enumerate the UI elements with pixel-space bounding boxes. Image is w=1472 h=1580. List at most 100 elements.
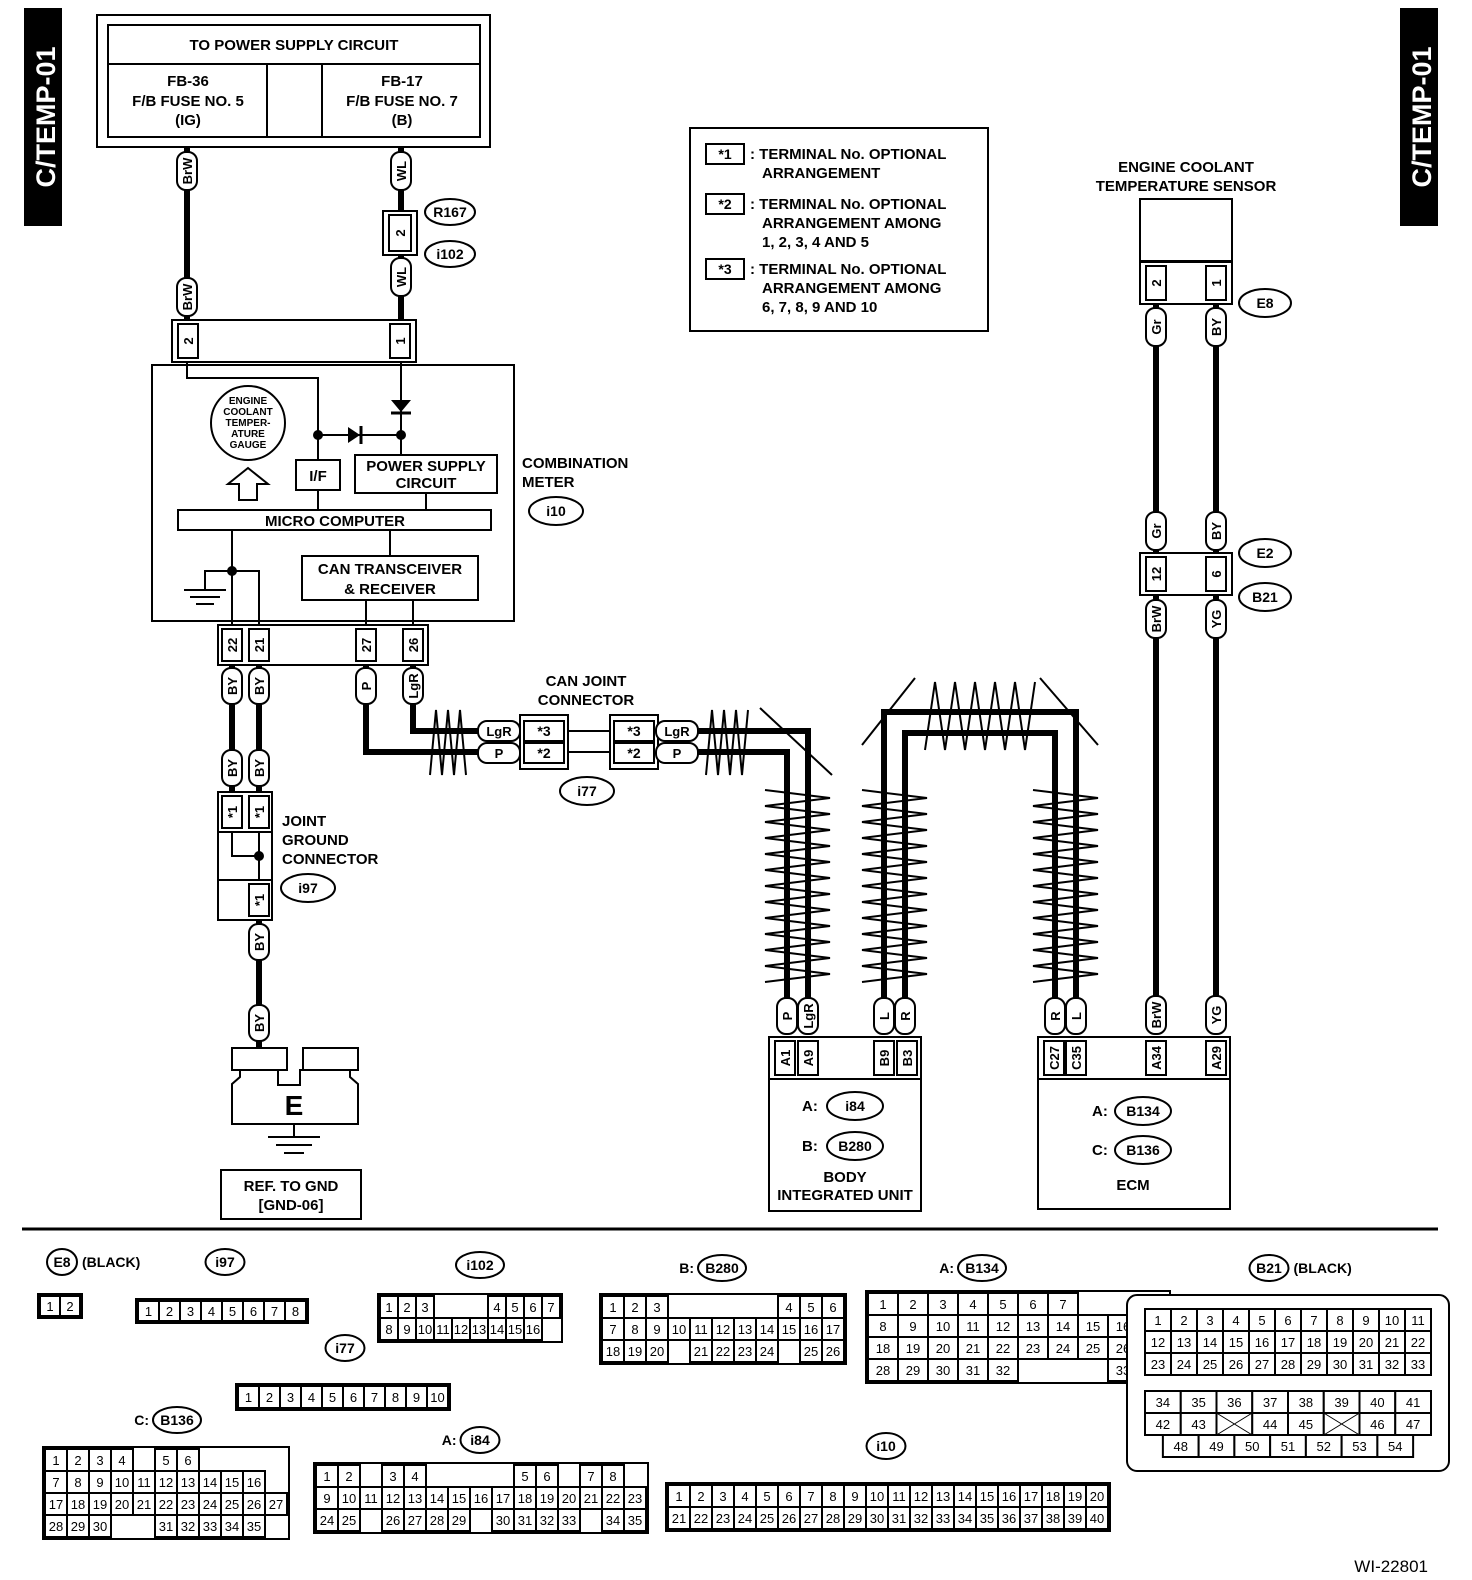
pin-number: 17 [826,1322,840,1337]
svg-text:BrW: BrW [1149,1001,1164,1028]
pin-number: 8 [631,1322,638,1337]
svg-text:*1: *1 [252,894,267,906]
connector-view-title: i84 [470,1432,490,1448]
pin-number: 2 [697,1489,704,1504]
pin-number: 25 [1203,1357,1217,1372]
meter-bottom-connector: 22 21 27 26 [217,624,429,666]
svg-text:LgR: LgR [664,724,690,739]
pin-number: 2 [74,1453,81,1468]
pin-number: 15 [782,1322,796,1337]
svg-text:: TERMINAL No. OPTIONAL: : TERMINAL No. OPTIONAL [750,196,946,213]
svg-text:E8: E8 [1256,295,1273,311]
pin-number: 5 [1258,1313,1265,1328]
svg-text:*2: *2 [718,196,731,212]
svg-text:E2: E2 [1256,545,1273,561]
pin-number: 12 [386,1491,400,1506]
wire-label-brw-top: BrW [176,151,198,191]
pin-number: 22 [716,1344,730,1359]
wire-label-wl-mid: WL [390,257,412,297]
pin-number: 28 [1281,1357,1295,1372]
pin-number: 33 [936,1511,950,1526]
svg-text:[GND-06]: [GND-06] [258,1197,323,1214]
pin-number: 22 [996,1341,1010,1356]
pin-number: 10 [870,1489,884,1504]
pin-number: 42 [1156,1417,1170,1432]
up-arrow-icon [225,466,271,501]
connector-view-title: i97 [215,1254,235,1270]
pin-number: 30 [496,1513,510,1528]
pin-number: 18 [1307,1335,1321,1350]
pin-number: 2 [345,1469,352,1484]
connector-view-prefix: B: [679,1260,694,1276]
pin-number: 14 [1056,1319,1070,1334]
svg-text:2: 2 [393,229,408,236]
pin-number: 19 [93,1497,107,1512]
svg-text:i84: i84 [845,1098,865,1114]
svg-text:GAUGE: GAUGE [230,440,267,451]
pin-number: 12 [996,1319,1010,1334]
svg-text:CIRCUIT: CIRCUIT [396,475,457,492]
pin-number: 3 [939,1297,946,1312]
fuse-right-line2: F/B FUSE NO. 7 [346,93,458,110]
pin-number: 14 [203,1475,217,1490]
pin-number: 15 [1229,1335,1243,1350]
pin-number: 20 [1090,1489,1104,1504]
pin-number: 19 [1068,1489,1082,1504]
pin-number: 31 [159,1519,173,1534]
pin-number: 30 [870,1511,884,1526]
connector-id-i97: i97 [280,873,336,903]
connector-view-title: B280 [705,1260,739,1276]
svg-text:*2: *2 [627,745,640,761]
pin-number: 8 [829,1489,836,1504]
pin-number: 20 [650,1344,664,1359]
pin-number: 33 [1411,1357,1425,1372]
side-tab-left-label: C/TEMP-01 [31,46,61,187]
pin-number: 24 [1177,1357,1191,1372]
pin-number: 5 [807,1300,814,1315]
svg-text:BY: BY [1209,318,1224,336]
pin-number: 3 [421,1300,428,1315]
pin-number: 50 [1245,1439,1259,1454]
svg-text:*3: *3 [627,723,640,739]
pin-number: 4 [411,1469,418,1484]
pin-number: 14 [490,1322,504,1337]
pin-number: 16 [526,1322,540,1337]
pin-number: 9 [653,1322,660,1337]
svg-text:ENGINE: ENGINE [229,396,268,407]
pin-number: 8 [879,1319,886,1334]
pin-number: 6 [1284,1313,1291,1328]
side-tab-right: C/TEMP-01 [1400,8,1438,226]
pin-number: 6 [529,1300,536,1315]
pin-number: 3 [389,1469,396,1484]
connector-view-title: B134 [965,1260,999,1276]
pin-number: 21 [584,1491,598,1506]
pin-number: 1 [46,1299,53,1314]
pin-number: 36 [1227,1395,1241,1410]
connector-id-r167: R167 [424,198,476,226]
pin-number: 43 [1191,1417,1205,1432]
pin-number: 15 [1086,1319,1100,1334]
svg-text:R167: R167 [433,204,467,220]
pin-number: 21 [672,1511,686,1526]
pin-number: 18 [876,1341,890,1356]
svg-text:BY: BY [225,677,240,695]
svg-text:1, 2, 3, 4 AND 5: 1, 2, 3, 4 AND 5 [762,234,869,251]
pin-number: 21 [137,1497,151,1512]
joint-ground-label-2: GROUND [282,832,349,849]
pin-number: 5 [329,1390,336,1405]
svg-text:BY: BY [1209,522,1224,540]
pin-number: 25 [804,1344,818,1359]
pin-number: 47 [1406,1417,1420,1432]
pin-number: 11 [1411,1313,1425,1328]
svg-text:i97: i97 [298,880,318,896]
body-unit-wire-labels: P LgR L R [776,997,916,1035]
svg-text:WL: WL [394,161,409,181]
pin-number: 6 [1029,1297,1036,1312]
pin-number: 4 [785,1300,792,1315]
pin-number: 35 [628,1513,642,1528]
pin-number: 10 [672,1322,686,1337]
connector-view-title: i10 [876,1438,896,1454]
can-joint-label-2: CONNECTOR [538,692,635,709]
